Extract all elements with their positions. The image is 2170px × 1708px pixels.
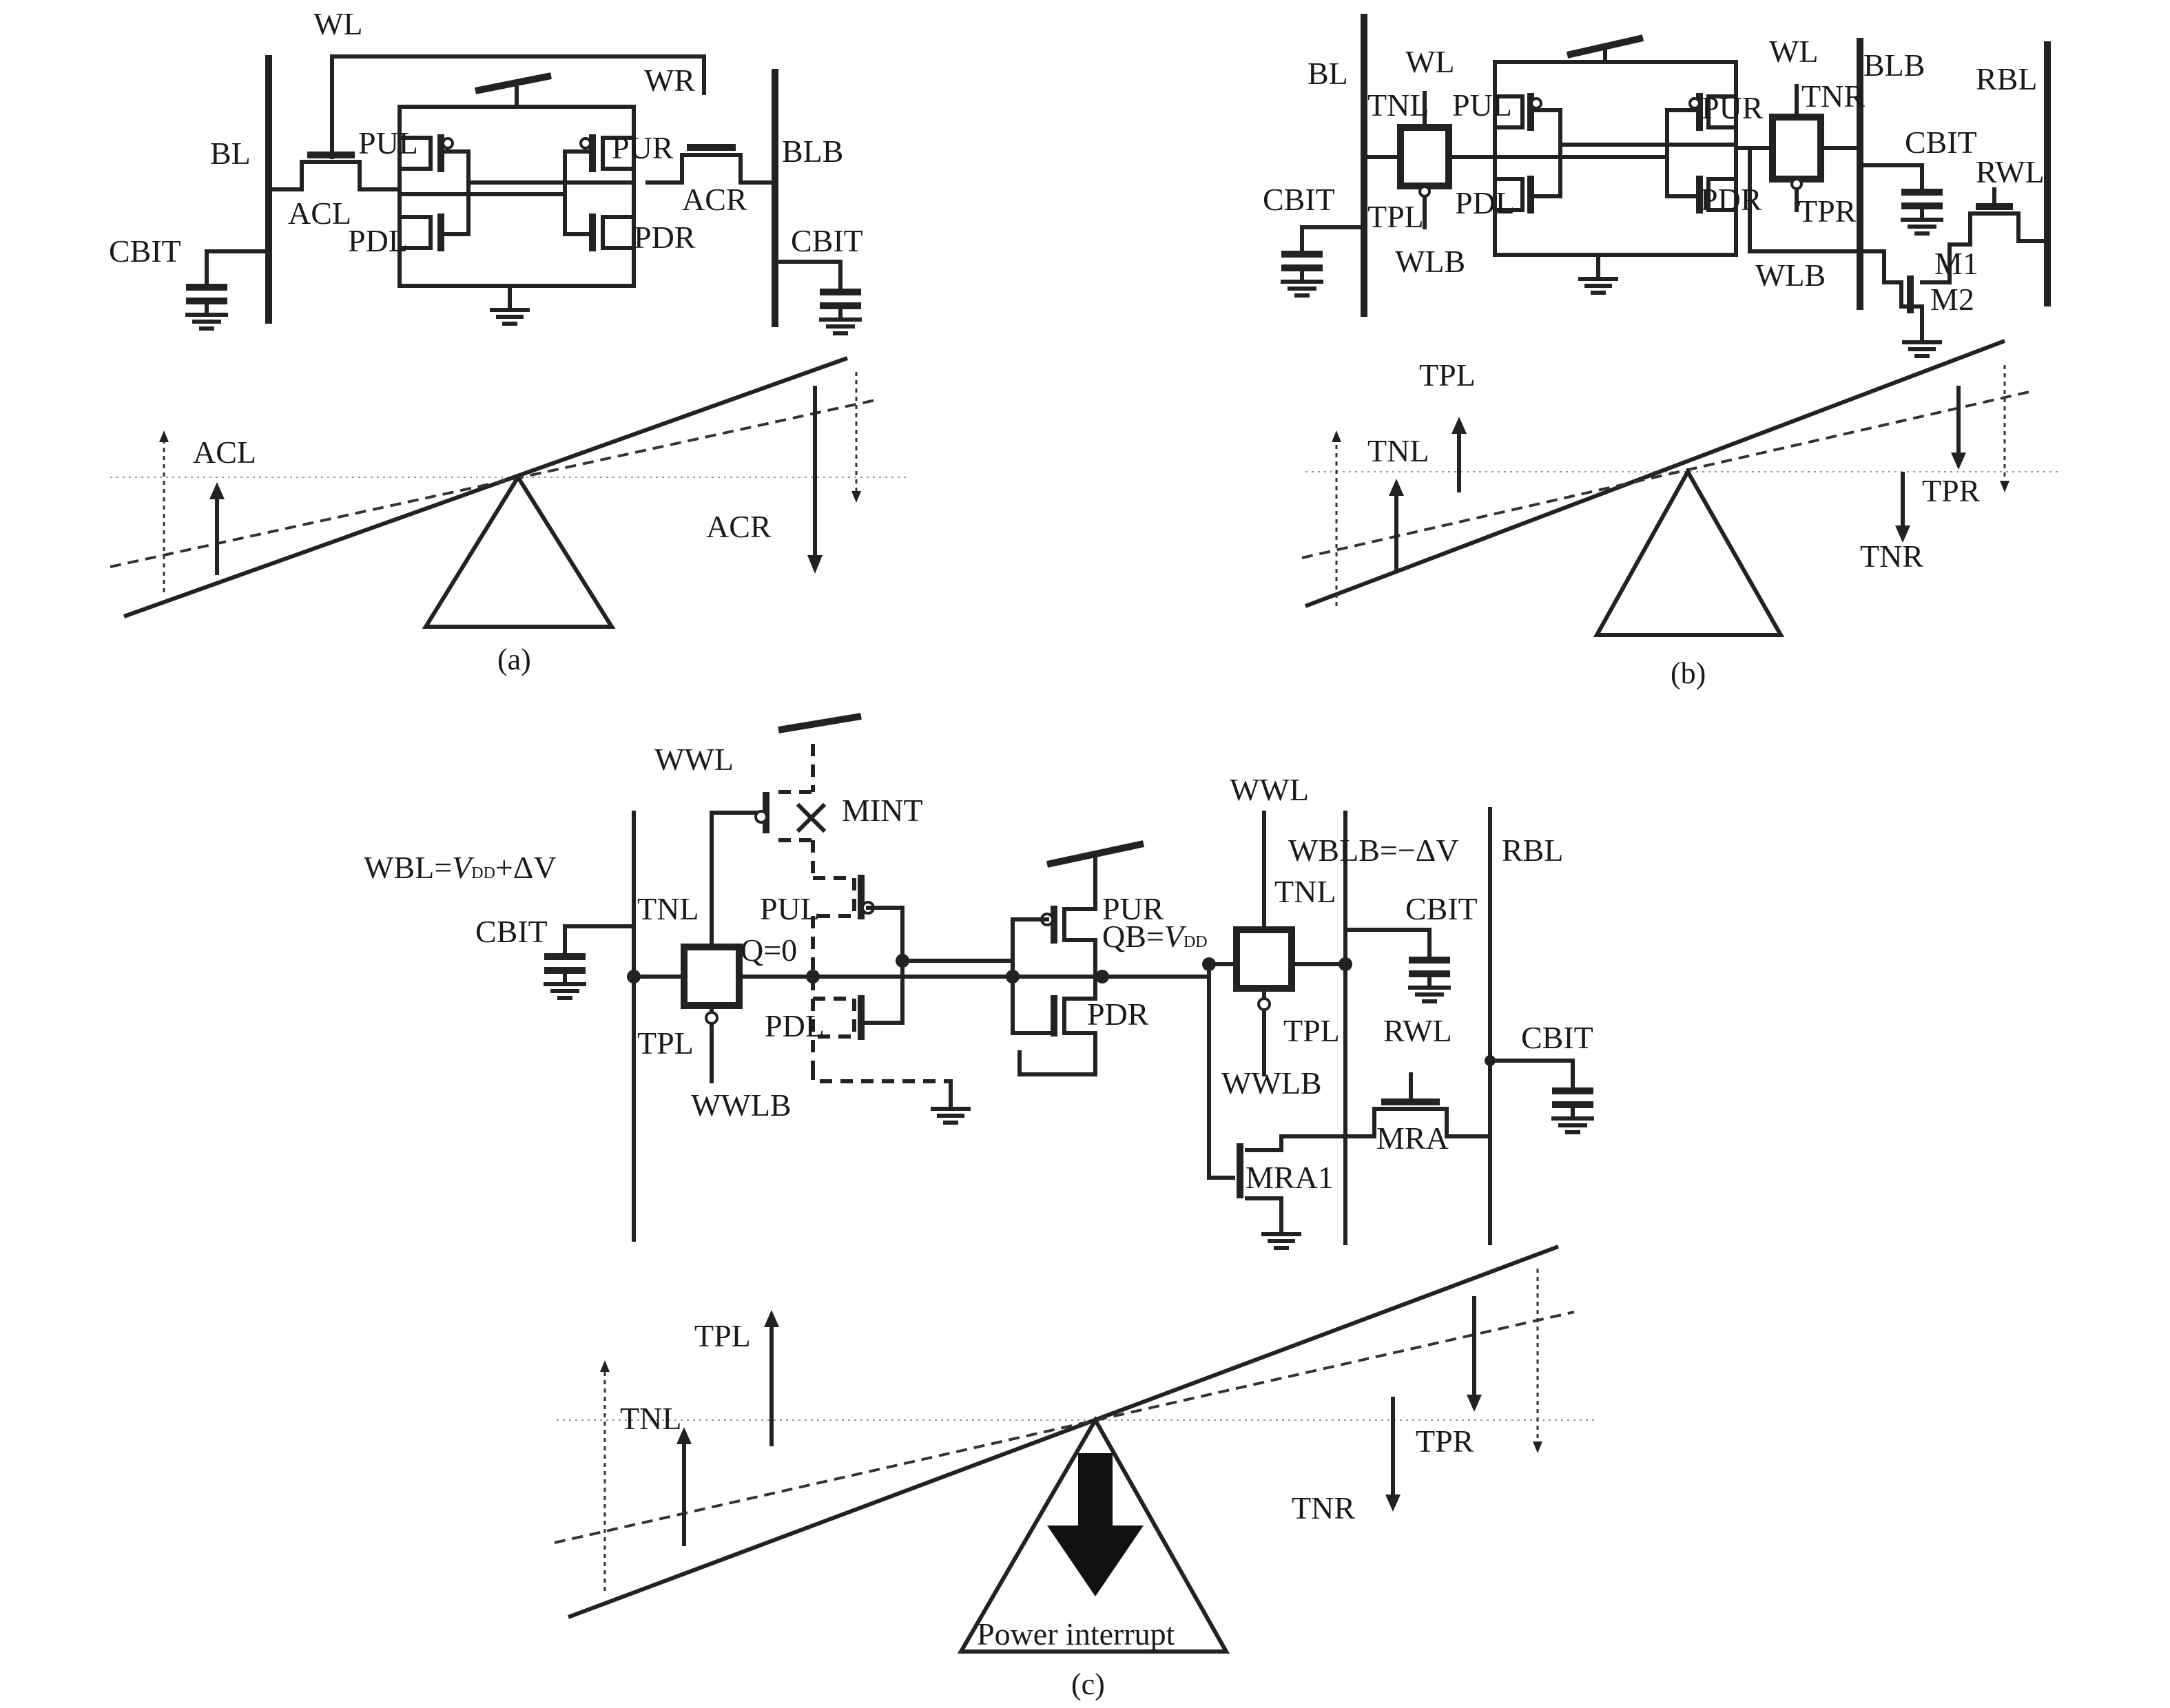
label-wl: WL (313, 6, 363, 41)
label-mint-c: MINT (842, 793, 923, 828)
label-bl: BL (210, 136, 251, 171)
label-cbit-mid-c: CBIT (1405, 891, 1478, 926)
panel-b-circuit (1281, 14, 2051, 356)
label-wl-right-b: WL (1769, 34, 1819, 69)
label-m2-b: M2 (1930, 282, 1974, 317)
label-wlb-right-b: WLB (1755, 258, 1826, 293)
label-rwl-b: RWL (1976, 154, 2045, 189)
label-acr: ACR (682, 182, 747, 217)
label-cbit-right-c: CBIT (1521, 1020, 1593, 1055)
label-wl-left-b: WL (1405, 44, 1455, 79)
label-tpl-b: TPL (1367, 199, 1424, 234)
label-tnl-right-c: TNL (1274, 874, 1336, 909)
label-pur: PUR (612, 130, 674, 165)
balance-c-tpr: TPR (1416, 1424, 1474, 1459)
label-mra-c: MRA (1376, 1121, 1449, 1156)
label-pdr-c: PDR (1087, 997, 1149, 1032)
balance-a-acr: ACR (706, 509, 772, 544)
label-wwlb-right-c: WWLB (1221, 1065, 1322, 1101)
label-rbl-b: RBL (1976, 61, 2037, 96)
label-rbl-c: RBL (1502, 833, 1563, 868)
panel-b-balance (1301, 339, 2060, 637)
balance-c-tnl: TNL (620, 1401, 681, 1436)
label-cbit-left: CBIT (109, 233, 181, 269)
label-pdl: PDL (348, 223, 408, 258)
label-cbit-left-b: CBIT (1263, 182, 1335, 217)
label-tpl-right-c: TPL (1283, 1013, 1340, 1048)
label-bl-b: BL (1308, 56, 1348, 91)
panel-c-circuit (544, 713, 1593, 1248)
balance-b-tnr: TNR (1860, 539, 1923, 574)
caption-b: (b) (1671, 656, 1706, 690)
label-pdl-b: PDL (1455, 185, 1515, 220)
label-pul-b: PUL (1452, 87, 1512, 123)
label-pur-b: PUR (1702, 90, 1764, 125)
panel-b: BL WL WL BLB RBL TNL PUL PUR TNR CBIT RW… (1263, 14, 2060, 690)
label-pul-c: PUL (760, 891, 820, 926)
label-cbit-right-b: CBIT (1905, 125, 1977, 160)
label-tpr-b: TPR (1798, 194, 1857, 229)
panel-a-circuit (186, 54, 861, 333)
label-wlb-left-b: WLB (1395, 244, 1465, 279)
balance-b-tpr: TPR (1922, 473, 1981, 508)
balance-b-tnl: TNL (1367, 433, 1429, 468)
panel-a-balance (110, 356, 909, 629)
label-pur-c: PUR (1102, 891, 1164, 926)
label-m1-b: M1 (1934, 246, 1978, 281)
label-pdl-c: PDL (765, 1008, 825, 1043)
label-tpl-left-c: TPL (637, 1025, 694, 1061)
label-wwl-left-c: WWL (654, 742, 734, 777)
label-wblb-c: WBLB=−ΔV (1288, 833, 1459, 868)
label-acl: ACL (288, 196, 351, 231)
label-blb: BLB (782, 134, 843, 169)
panel-c: WWL MINT WBL=VDD+ΔV CBIT TNL PUL Q=0 PDL… (364, 713, 1598, 1701)
label-q-c: Q=0 (741, 933, 797, 968)
label-pdr-b: PDR (1700, 182, 1762, 217)
label-tnl-b: TNL (1367, 87, 1429, 123)
label-qb-c: QB=VDD (1102, 919, 1208, 954)
power-interrupt-label: Power interrupt (977, 1616, 1175, 1652)
label-rwl-c: RWL (1383, 1013, 1452, 1048)
label-cbit-right: CBIT (791, 223, 863, 258)
label-pdr: PDR (634, 220, 696, 255)
panel-a: WL WR BL BLB PUL PUR PDL PDR ACL ACR CBI… (109, 6, 909, 676)
balance-c-tnr: TNR (1292, 1490, 1355, 1525)
panel-c-balance (554, 1244, 1598, 1654)
label-blb-b: BLB (1863, 48, 1925, 83)
label-cbit-left-c: CBIT (475, 914, 548, 949)
caption-c: (c) (1071, 1667, 1105, 1701)
label-tnr-b: TNR (1801, 79, 1865, 114)
label-pul: PUL (358, 125, 418, 160)
label-wr: WR (644, 63, 695, 98)
balance-b-tpl: TPL (1419, 357, 1476, 393)
label-wbl-c: WBL=VDD+ΔV (364, 850, 557, 885)
caption-a: (a) (497, 643, 531, 676)
label-mra1-c: MRA1 (1246, 1160, 1334, 1195)
label-wwlb-left-c: WWLB (691, 1087, 792, 1123)
label-tnl-left-c: TNL (637, 891, 699, 926)
label-wwl-right-c: WWL (1230, 772, 1309, 807)
power-interrupt-arrow (1047, 1453, 1144, 1596)
balance-c-tpl: TPL (694, 1318, 751, 1353)
balance-a-acl: ACL (193, 435, 256, 470)
